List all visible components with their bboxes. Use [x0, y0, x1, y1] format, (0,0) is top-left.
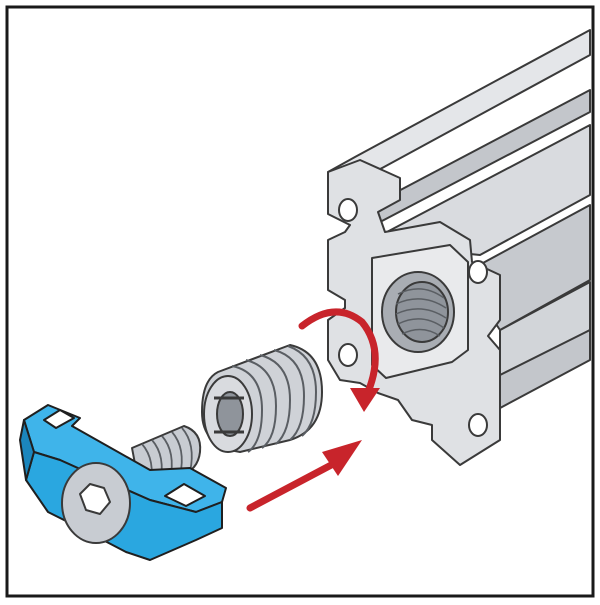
push-arrow-icon — [246, 440, 362, 512]
connector-side-face — [19, 419, 35, 481]
insert-threads — [231, 345, 317, 453]
connector-slot — [43, 409, 75, 429]
hex-socket-icon — [79, 483, 111, 515]
push-arrow-shaft — [246, 459, 339, 512]
connector-notch — [164, 483, 206, 507]
profile-hole-bottom-right — [468, 413, 488, 437]
t-slot-connector-icon — [19, 404, 227, 561]
insert-bore — [216, 391, 244, 437]
profile-bore-threads — [395, 288, 447, 337]
profile-hole-bottom-left — [338, 343, 358, 367]
profile-center-bore-inner — [395, 281, 449, 343]
screw-threads — [141, 427, 193, 489]
rotate-arrow-head — [350, 388, 380, 412]
profile-hole-top-right — [468, 260, 488, 284]
threaded-insert-icon — [201, 344, 323, 453]
aluminium-profile-icon — [327, 29, 591, 466]
rotate-arrow-path — [298, 308, 379, 396]
rotate-arrow-icon — [298, 308, 380, 412]
profile-hole-top-left — [338, 198, 358, 222]
push-arrow-head — [322, 440, 362, 476]
